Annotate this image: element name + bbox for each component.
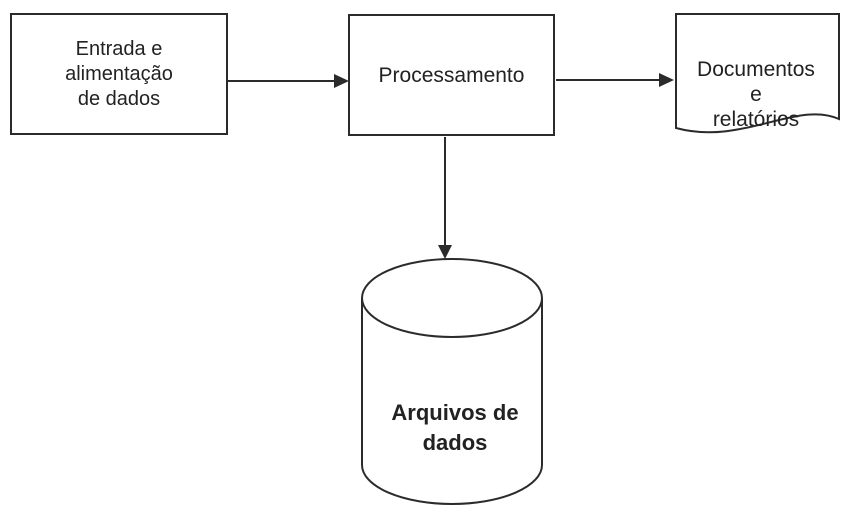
node-documents: Documentos e relatórios <box>674 32 838 132</box>
node-process-label: Processamento <box>378 63 525 87</box>
node-storage-label: Arquivos de dados <box>391 400 519 455</box>
node-storage-shape <box>361 258 543 505</box>
node-input-label: Entrada e alimentação de dados <box>65 37 173 110</box>
node-documents-shape <box>675 13 840 134</box>
node-process: Processamento <box>348 14 555 136</box>
node-input: Entrada e alimentação de dados <box>10 13 228 135</box>
arrow-process-to-storage <box>438 137 452 259</box>
arrow-input-to-process <box>228 74 349 88</box>
node-documents-label: Documentos e relatórios <box>697 58 815 131</box>
arrow-process-to-documents <box>556 73 674 87</box>
node-storage: Arquivos de dados <box>363 368 547 458</box>
